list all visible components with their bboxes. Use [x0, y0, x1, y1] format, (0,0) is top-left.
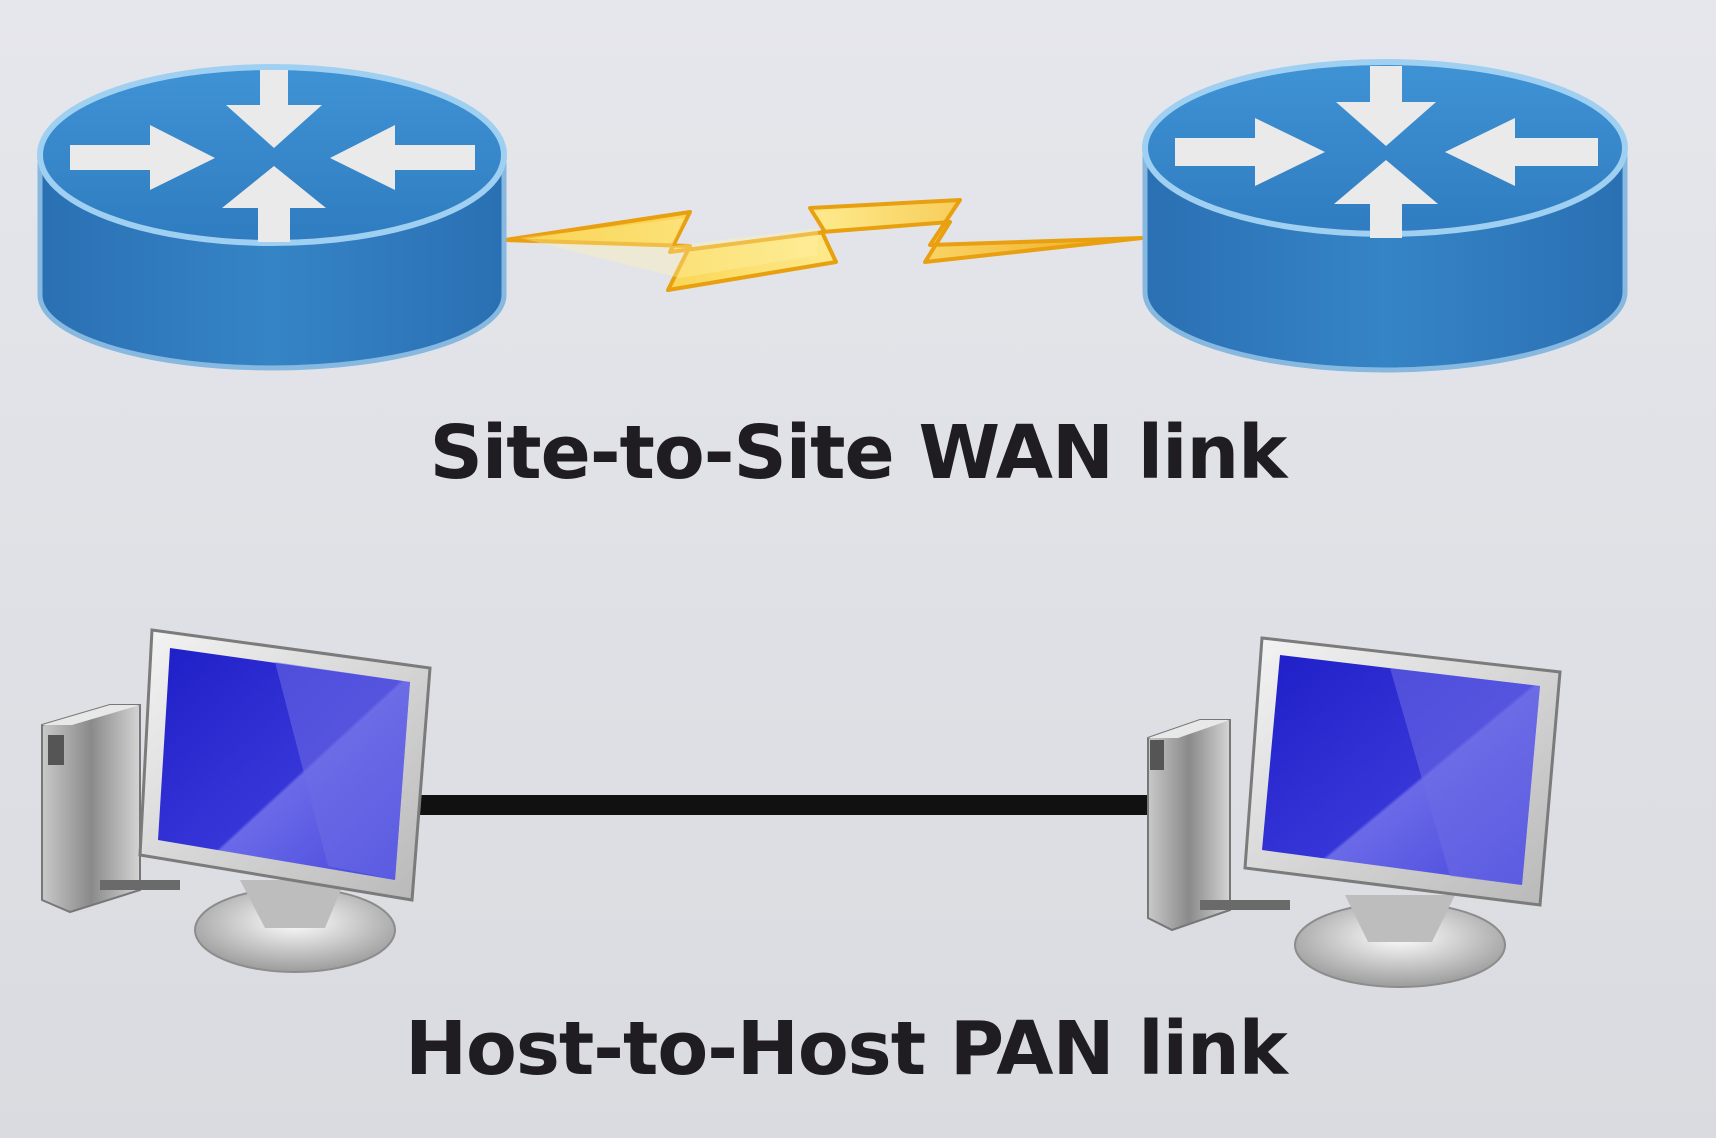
workstation-icon	[41, 628, 432, 973]
pan-link-caption: Host-to-Host PAN link	[405, 1006, 1288, 1092]
router-icon	[37, 64, 507, 371]
serial-lightning-link	[503, 198, 1144, 292]
wan-link-caption: Site-to-Site WAN link	[429, 410, 1288, 496]
router-icon	[1142, 59, 1628, 373]
cable-line	[418, 795, 1150, 815]
workstation-icon	[1147, 636, 1562, 988]
